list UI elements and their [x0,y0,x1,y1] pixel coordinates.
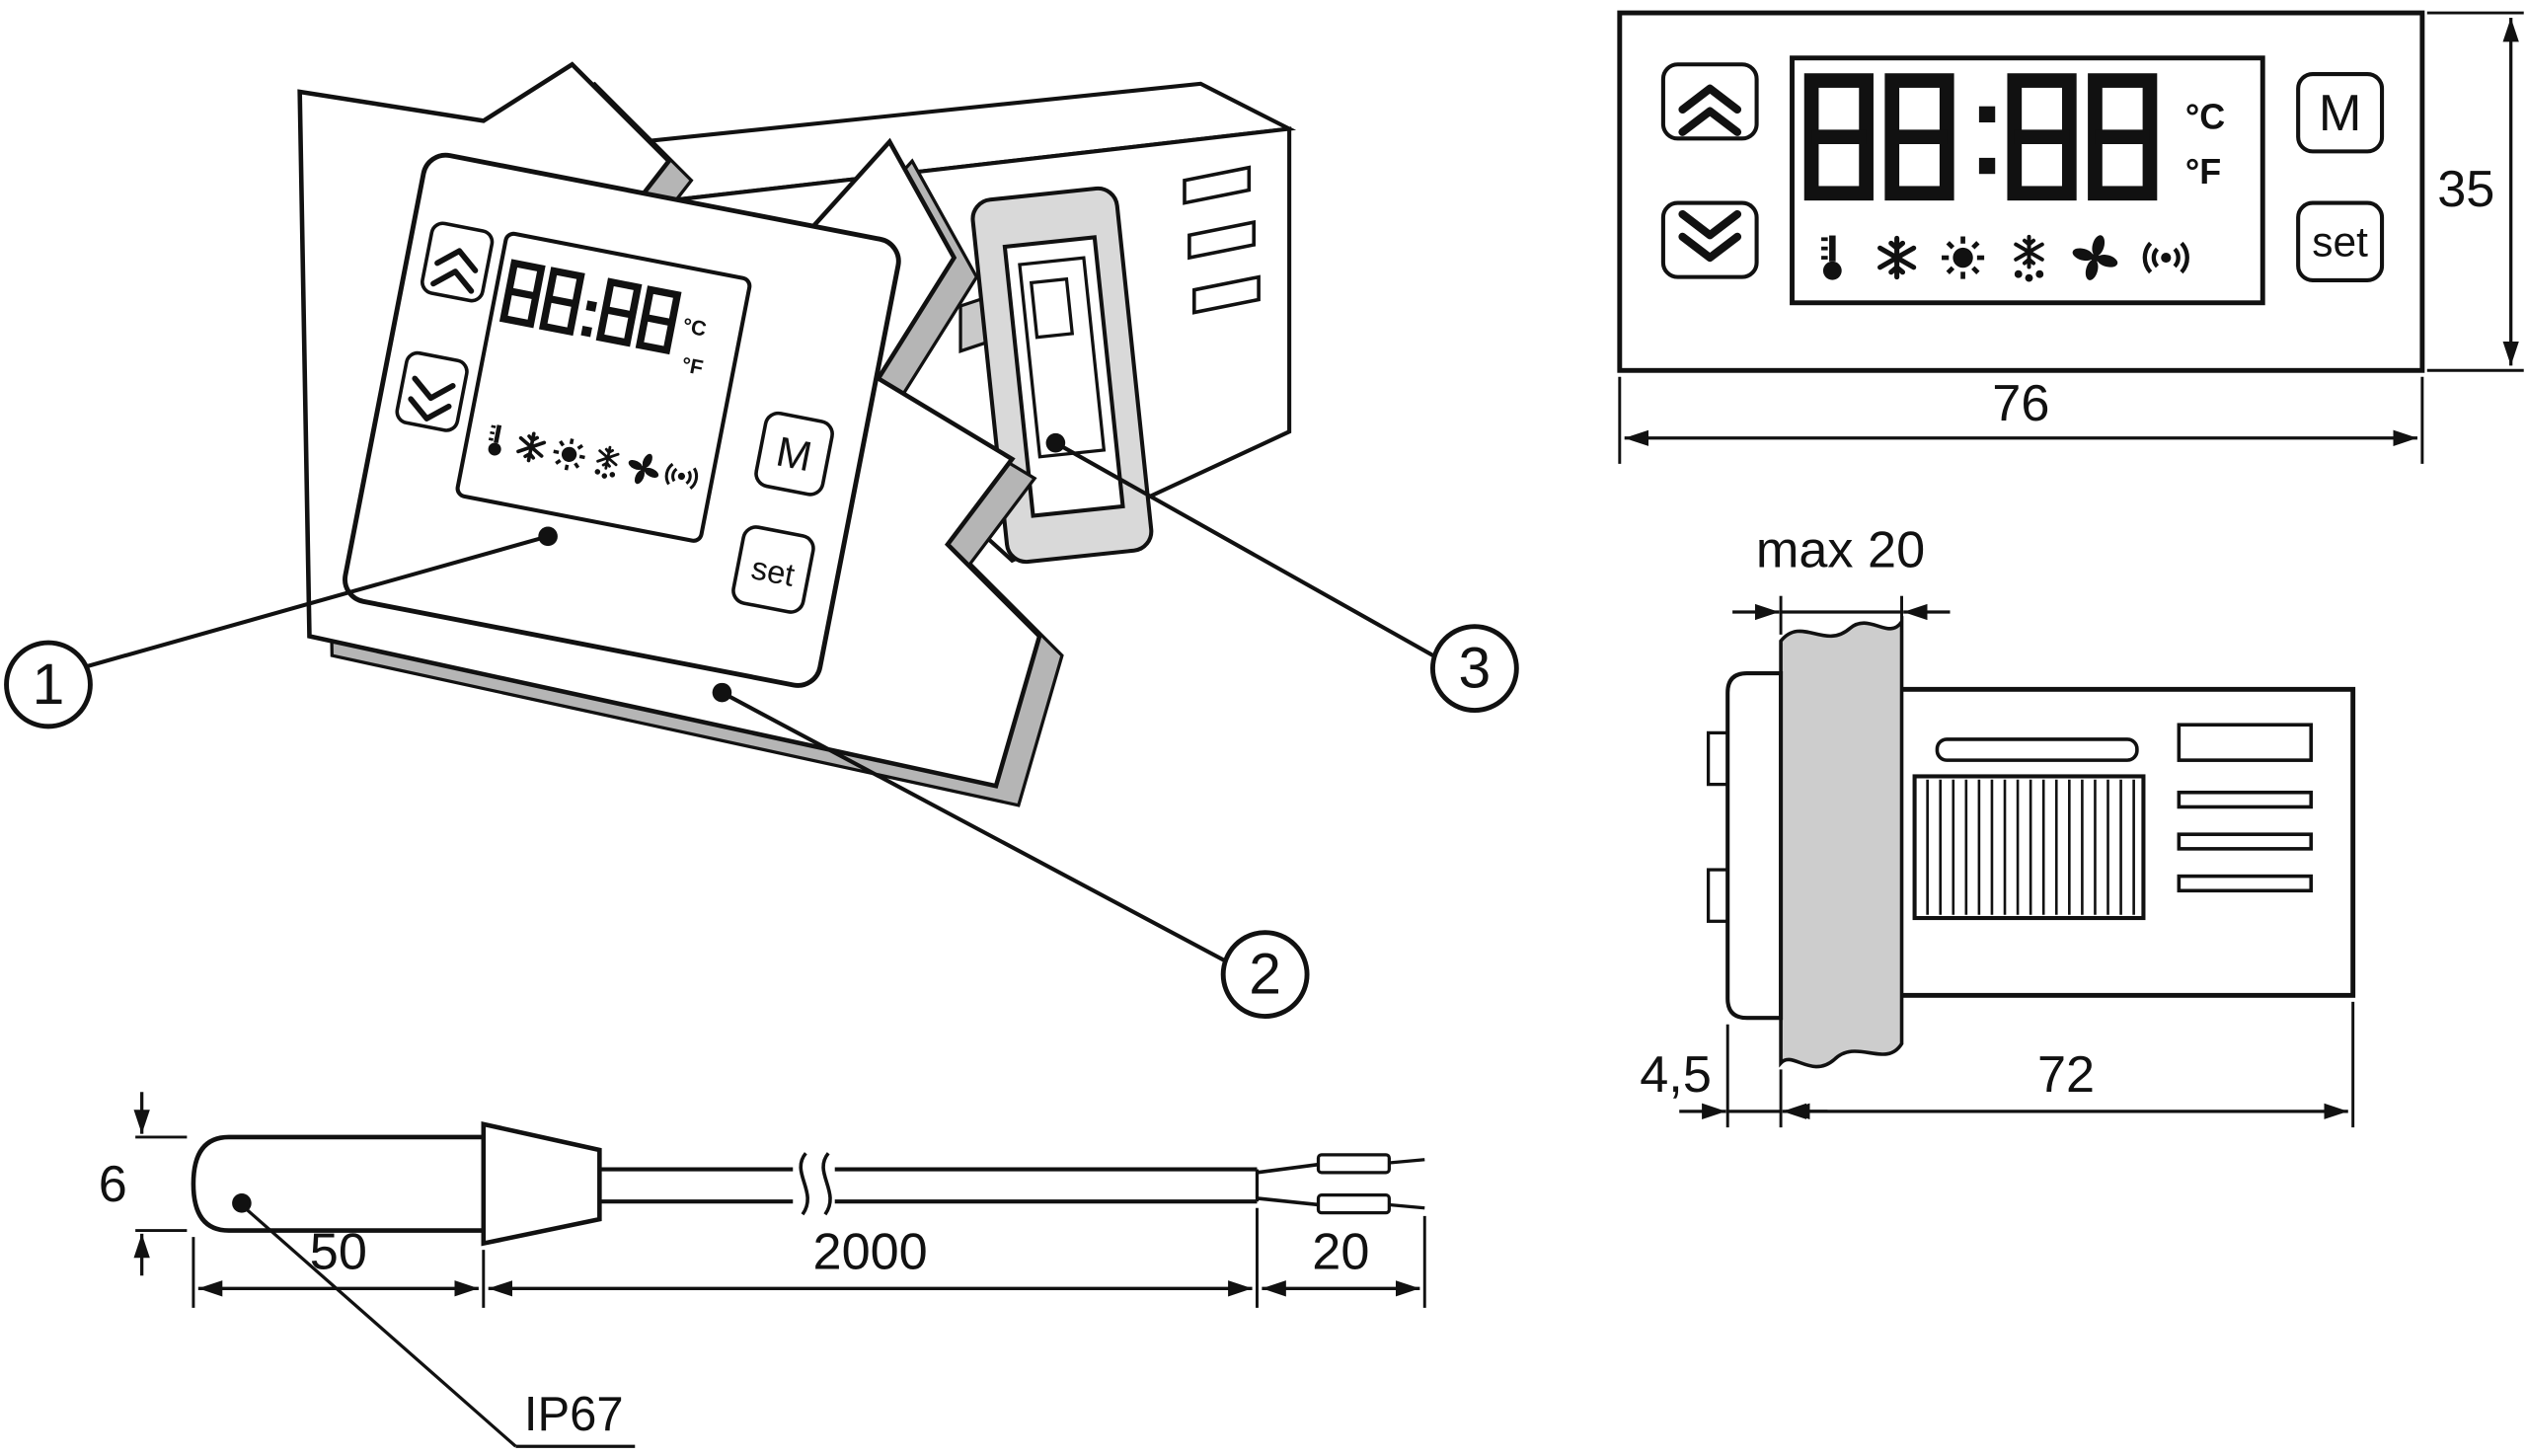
seven-segment-digits [1811,81,2150,193]
colon-dot [580,326,592,338]
celsius-label: °C [681,315,709,342]
chevron-up-icon [1678,84,1742,136]
down-button [1660,200,1759,279]
crimp-terminal [1316,1153,1391,1175]
chevron-down-icon [408,375,456,421]
seven-segment-digits [503,264,677,352]
callout-number-1: 1 [33,652,65,717]
probe-view: 6 50 2000 20 IP67 [99,1092,1426,1448]
bezel-depth-label: 4,5 [1640,1046,1712,1104]
front-view: °C °F M set 35 76 [1617,10,2524,464]
top-slot [1935,737,2139,762]
cable [599,1167,1260,1204]
body-depth-label: 72 [2037,1046,2095,1104]
set-button-label: set [2312,218,2368,265]
bezel-side-profile [1725,670,1784,1021]
callout-number-2: 2 [1249,943,1281,1007]
bezel-tab [1706,868,1729,923]
panel-thickness-label: max 20 [1756,521,1925,578]
up-button [1660,62,1759,141]
grille-lines [1926,779,2135,915]
vent-slot [1187,219,1256,261]
length-dimensions: 50 2000 20 [191,1207,1426,1308]
width-dimension: 76 [1618,375,2424,464]
protection-rating-label: IP67 [524,1388,624,1441]
callout-target-dot-3 [1045,432,1066,453]
m-button: M [754,411,834,497]
diameter-label: 6 [99,1156,127,1213]
side-slots [2177,723,2314,893]
callout-number-3: 3 [1459,637,1492,701]
callouts: 1 2 3 [4,432,1519,1020]
width-dimension-label: 76 [1992,375,2049,432]
chevron-down-icon [1678,209,1742,263]
lead-length-label: 20 [1312,1224,1369,1281]
strain-relief [481,1121,602,1247]
m-button-label: M [773,428,816,481]
m-button: M [2296,72,2385,154]
vent-slot [1183,165,1252,205]
up-button [421,221,495,303]
m-button-label: M [2319,85,2362,142]
perspective-view: °C °F M set 1 2 3 [4,61,1519,1020]
colon-dot [585,300,597,312]
colon-dot [1978,157,1996,175]
callout-target-dot-2 [712,682,732,703]
panel-cross-section [1779,615,1904,1069]
lcd-display [455,231,752,543]
celsius-label: °C [2185,98,2225,137]
side-view: max 20 4,5 72 [1640,521,2356,1128]
front-bezel: °C °F M set [343,152,901,688]
cable-length-label: 2000 [813,1224,928,1281]
callout-line-1 [84,534,549,669]
vent-grille [1912,774,2146,921]
bezel-tab [1706,730,1729,787]
panel-thickness-dimension: max 20 [1732,521,1951,635]
callout-circle-1 [4,640,93,729]
sun-icon [1942,237,1984,279]
callout-line-3 [1054,440,1437,659]
height-dimension-label: 35 [2437,161,2494,218]
fahrenheit-label: °F [680,353,705,380]
vent-slot [1192,274,1261,315]
leader-line [244,1206,517,1448]
fahrenheit-label: °F [2185,152,2221,192]
connector-keyway [1029,276,1075,340]
lead-wires [1257,1153,1425,1215]
probe-tube [191,1134,502,1233]
set-button-label: set [748,549,798,593]
callout-target-dot-1 [538,526,558,547]
callout-circle-3 [1429,624,1519,713]
leader-dot [232,1193,252,1213]
body-depth-dimension: 72 [1785,1001,2355,1128]
colon-dot [1978,106,1996,123]
cable-break-icon [799,1152,832,1216]
height-dimension: 35 [2426,11,2524,372]
callout-circle-2 [1220,930,1310,1020]
protection-rating-callout: IP67 [232,1193,636,1448]
set-button: set [2296,200,2385,282]
chevron-up-icon [430,248,479,294]
diameter-dimension: 6 [99,1092,188,1276]
vent-slots [1183,165,1261,315]
crimp-terminal [1316,1193,1391,1215]
set-button: set [731,525,815,614]
callout-line-2 [721,690,1228,963]
down-button [395,350,469,432]
